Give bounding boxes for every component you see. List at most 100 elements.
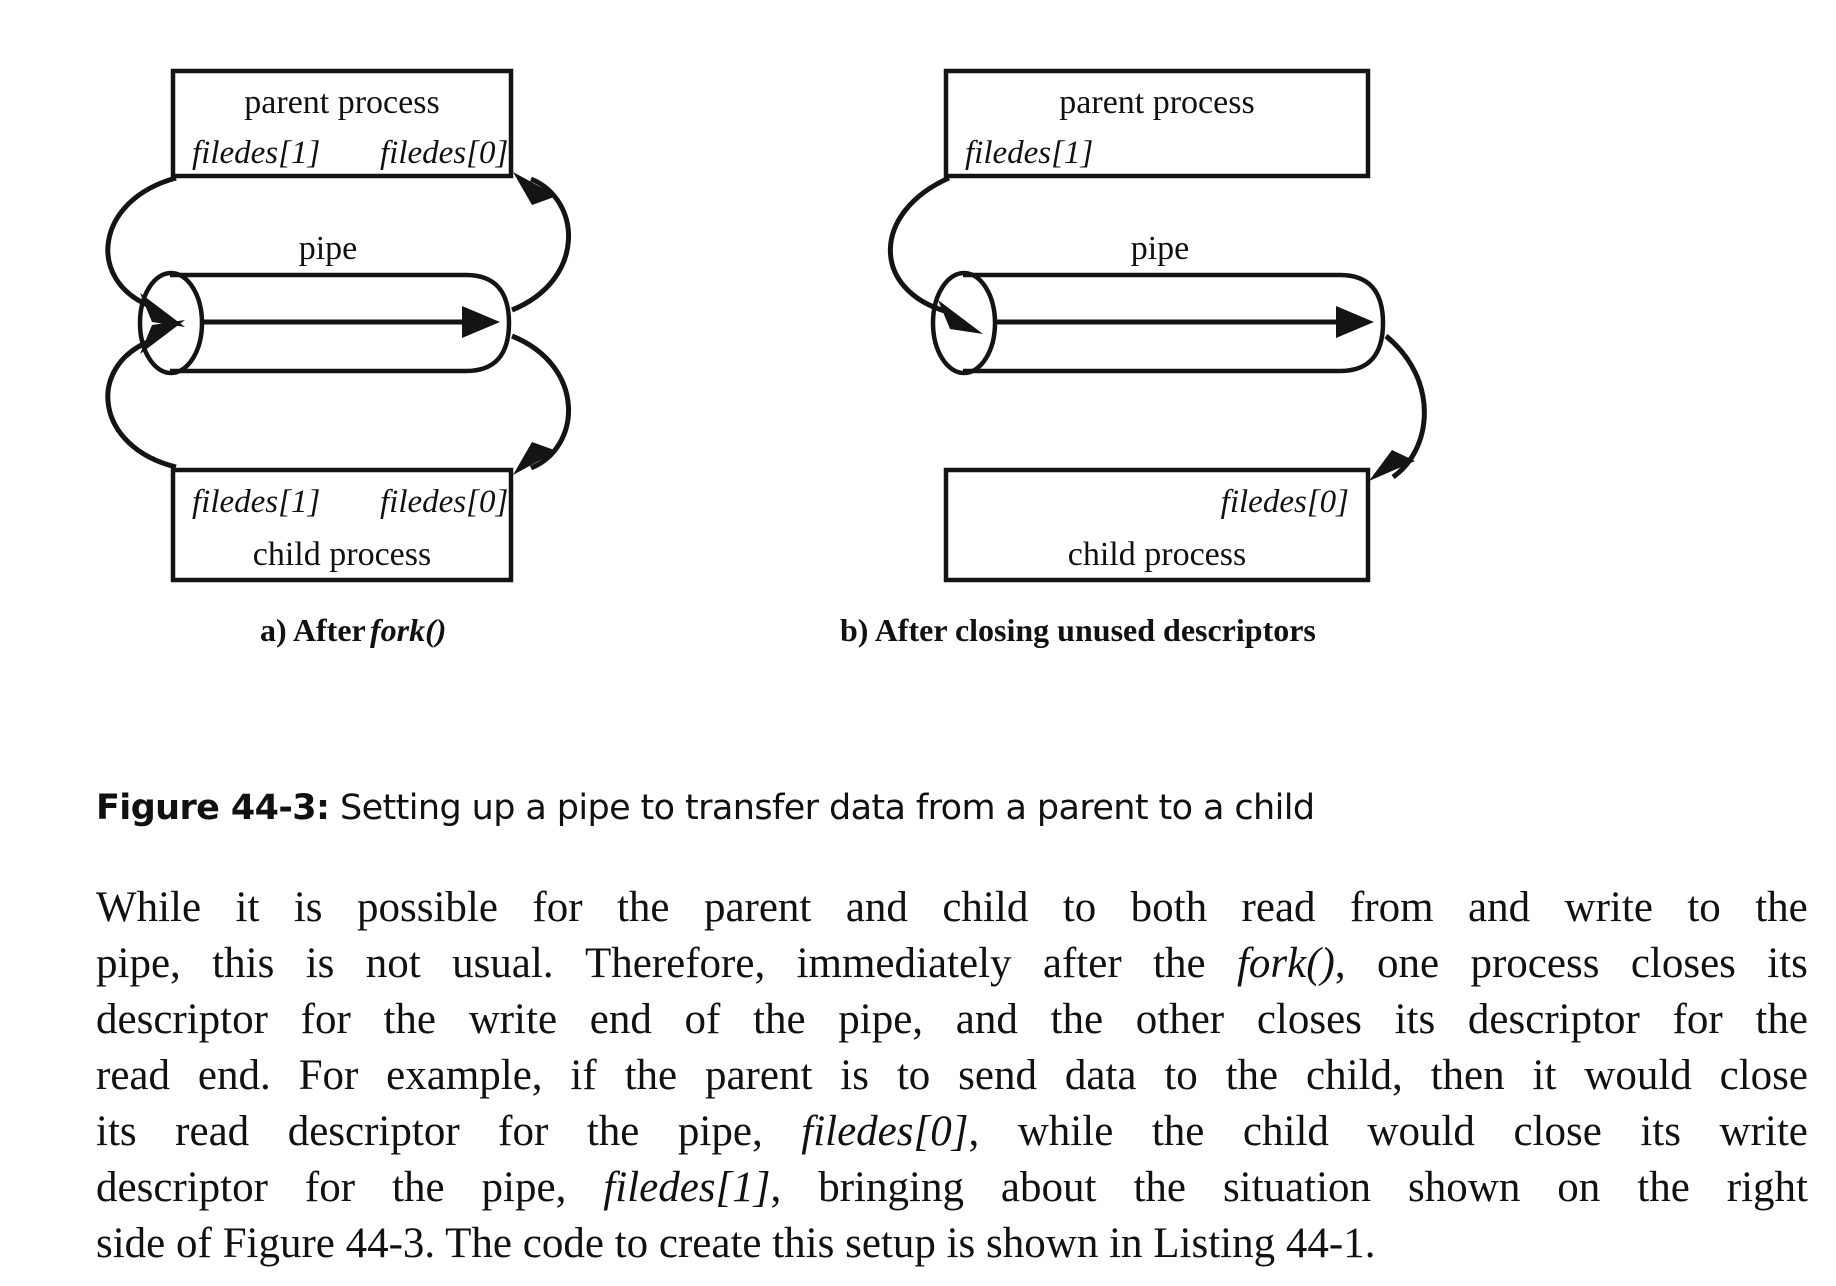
paragraph-word: filedes[0], <box>801 1108 980 1155</box>
panel-a-pipe-label: pipe <box>299 230 358 267</box>
paragraph-word: parent <box>703 884 812 931</box>
panel-b-pipe-left-opening <box>930 270 998 376</box>
paragraph-word: closes <box>1256 996 1362 1043</box>
paragraph-word: would <box>1584 1052 1692 1099</box>
panel-a-arrow-child-read <box>511 333 572 471</box>
panel-a-arrow-parent-read <box>511 176 572 313</box>
panel-b-child-box <box>943 467 1371 583</box>
paragraph-word: would <box>1367 1108 1475 1155</box>
paragraph-word: to <box>896 1052 931 1099</box>
paragraph-word: not <box>365 940 421 987</box>
paragraph-word: for <box>1672 996 1723 1043</box>
paragraph-word: it <box>235 884 260 931</box>
paragraph-word: read <box>96 1052 170 1099</box>
paragraph-word: for <box>532 884 583 931</box>
paragraph-word: the <box>1153 940 1206 987</box>
paragraph-word: the <box>392 1164 445 1211</box>
paragraph-word: the <box>1151 1108 1205 1155</box>
paragraph-word: its <box>1640 1108 1681 1155</box>
panel-b-pipe-flow-arrowhead <box>1336 306 1374 338</box>
paragraph-word: pipe, <box>96 940 181 987</box>
panel-b-after-closing-descriptors: parent process filedes[1] pipe file <box>840 68 1427 648</box>
paragraph-word: write <box>1564 884 1653 931</box>
panel-a-parent-filedes0: filedes[0] <box>380 135 508 171</box>
figure-44-3: parent process filedes[1] filedes[0] pip… <box>105 68 1427 648</box>
paragraph-word: and <box>845 884 908 931</box>
figure-caption: Figure 44-3: Setting up a pipe to transf… <box>96 786 1796 830</box>
paragraph-word: then <box>1430 1052 1505 1099</box>
panel-b-pipe-label: pipe <box>1131 230 1190 267</box>
paragraph-word: while <box>1017 1108 1114 1155</box>
panel-a-pipe-body <box>170 272 512 374</box>
paragraph-word: to <box>1062 884 1097 931</box>
panel-a-child-filedes0: filedes[0] <box>380 484 508 520</box>
panel-b-parent-title: parent process <box>1059 84 1254 121</box>
paragraph-word: the <box>586 1108 640 1155</box>
panel-a-subcaption-prefix: a) After <box>260 612 366 648</box>
panel-a-arrow-parent-read-head <box>513 172 557 205</box>
paragraph-word: pipe, <box>677 1108 763 1155</box>
paragraph-word: descriptor <box>287 1108 460 1155</box>
paragraph-word: child, <box>1306 1052 1403 1099</box>
paragraph-word: process <box>1470 940 1600 987</box>
paragraph-word: parent <box>704 1052 813 1099</box>
paragraph-word: is <box>293 884 323 931</box>
paragraph-word: send <box>958 1052 1037 1099</box>
paragraph-word: the <box>624 1052 678 1099</box>
paragraph-word: both <box>1130 884 1208 931</box>
paragraph-word: end <box>589 996 652 1043</box>
panel-b-arrow-parent-write <box>887 175 951 315</box>
paragraph-word: its <box>96 1108 137 1155</box>
paragraph-word: write <box>1719 1108 1808 1155</box>
paragraph-word: one <box>1377 940 1440 987</box>
paragraph-word: other <box>1135 996 1225 1043</box>
paragraph-word: descriptor <box>1467 996 1640 1043</box>
paragraph-word: from <box>1349 884 1434 931</box>
panel-a-parent-title: parent process <box>244 84 439 121</box>
paragraph-word: is <box>840 1052 869 1099</box>
figure-caption-label: Figure 44-3: <box>96 788 330 828</box>
paragraph-word: and <box>1468 884 1531 931</box>
panel-b-arrow-child-read <box>1384 334 1427 480</box>
paragraph-word: read <box>175 1108 250 1155</box>
paragraph-word: about <box>1000 1164 1097 1211</box>
panel-b-subcaption: b) After closing unused descriptors <box>840 612 1316 648</box>
panel-b-arrow-parent-write-head <box>938 300 983 334</box>
paragraph-line: side of Figure 44-3. The code to create … <box>96 1216 1808 1272</box>
paragraph-word: of <box>684 996 721 1043</box>
paragraph-word: situation <box>1222 1164 1372 1211</box>
paragraph-word: immediately <box>796 940 1012 987</box>
paragraph-word: descriptor <box>96 1164 268 1211</box>
paragraph-word: read <box>1241 884 1316 931</box>
paragraph-word: possible <box>356 884 498 931</box>
panel-a-arrow-parent-write-head <box>140 293 185 327</box>
paragraph-word: pipe, <box>838 996 924 1043</box>
paragraph-word: the <box>1755 884 1808 931</box>
paragraph-word: to <box>1687 884 1721 931</box>
paragraph-word: pipe, <box>481 1164 567 1211</box>
panel-a-parent-filedes1: filedes[1] <box>192 135 320 171</box>
panel-a-after-fork: parent process filedes[1] filedes[0] pip… <box>105 68 572 648</box>
paragraph-word: close <box>1719 1052 1808 1099</box>
panel-a-arrow-child-write <box>105 338 177 470</box>
paragraph-word: For <box>298 1052 359 1099</box>
paragraph-word: for <box>300 996 351 1043</box>
panel-a-child-filedes1: filedes[1] <box>192 484 320 520</box>
paragraph-word: is <box>305 940 335 987</box>
panel-b-parent-box <box>943 68 1371 179</box>
paragraph-word: for <box>304 1164 356 1211</box>
paragraph-word: the <box>1755 996 1808 1043</box>
paragraph-word: child <box>1242 1108 1329 1155</box>
paragraph-word: on <box>1557 1164 1601 1211</box>
paragraph-word: While <box>96 884 202 931</box>
paragraph-word: the <box>1225 1052 1279 1099</box>
paragraph-word: close <box>1513 1108 1602 1155</box>
paragraph-word: data <box>1064 1052 1137 1099</box>
paragraph-word: for <box>498 1108 549 1155</box>
